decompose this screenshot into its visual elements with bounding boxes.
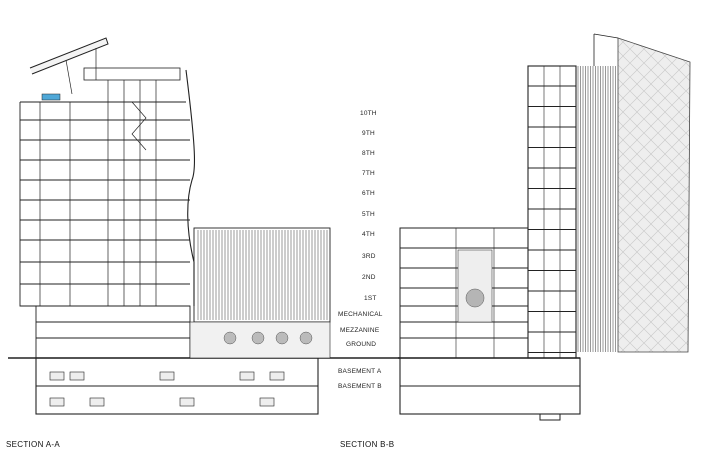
- section-a-roof: [29, 37, 109, 75]
- level-label-2nd: 2ND: [362, 274, 376, 281]
- section-a-floors: [20, 119, 190, 339]
- section-a-curved-facade: [185, 69, 196, 306]
- level-label-3rd: 3RD: [362, 253, 376, 260]
- section-a-atrium-louvres: [193, 227, 331, 323]
- level-label-basement-b: BASEMENT B: [338, 383, 382, 390]
- level-label-10th: 10TH: [360, 110, 377, 117]
- level-label-5th: 5TH: [362, 211, 375, 218]
- section-b-title: SECTION B-B: [340, 440, 395, 449]
- section-a-drawing: [8, 37, 400, 415]
- level-label-ground: GROUND: [346, 341, 377, 348]
- level-label-6th: 6TH: [362, 190, 375, 197]
- level-label-basement-a: BASEMENT A: [338, 368, 382, 375]
- section-a-title: SECTION A-A: [6, 440, 60, 449]
- level-label-7th: 7TH: [362, 170, 375, 177]
- section-b-tower: [527, 65, 577, 359]
- level-label-1st: 1ST: [364, 295, 377, 302]
- section-a-penthouse: [83, 67, 181, 81]
- level-label-4th: 4TH: [362, 231, 375, 238]
- level-label-9th: 9TH: [362, 130, 375, 137]
- level-label-mechanical: MECHANICAL: [338, 311, 383, 318]
- level-label-8th: 8TH: [362, 150, 375, 157]
- section-b-facade-panel: [617, 37, 691, 353]
- section-a-roof-pool: [41, 93, 61, 101]
- level-label-mezzanine: MEZZANINE: [340, 327, 380, 334]
- section-b-drawing: [398, 33, 691, 421]
